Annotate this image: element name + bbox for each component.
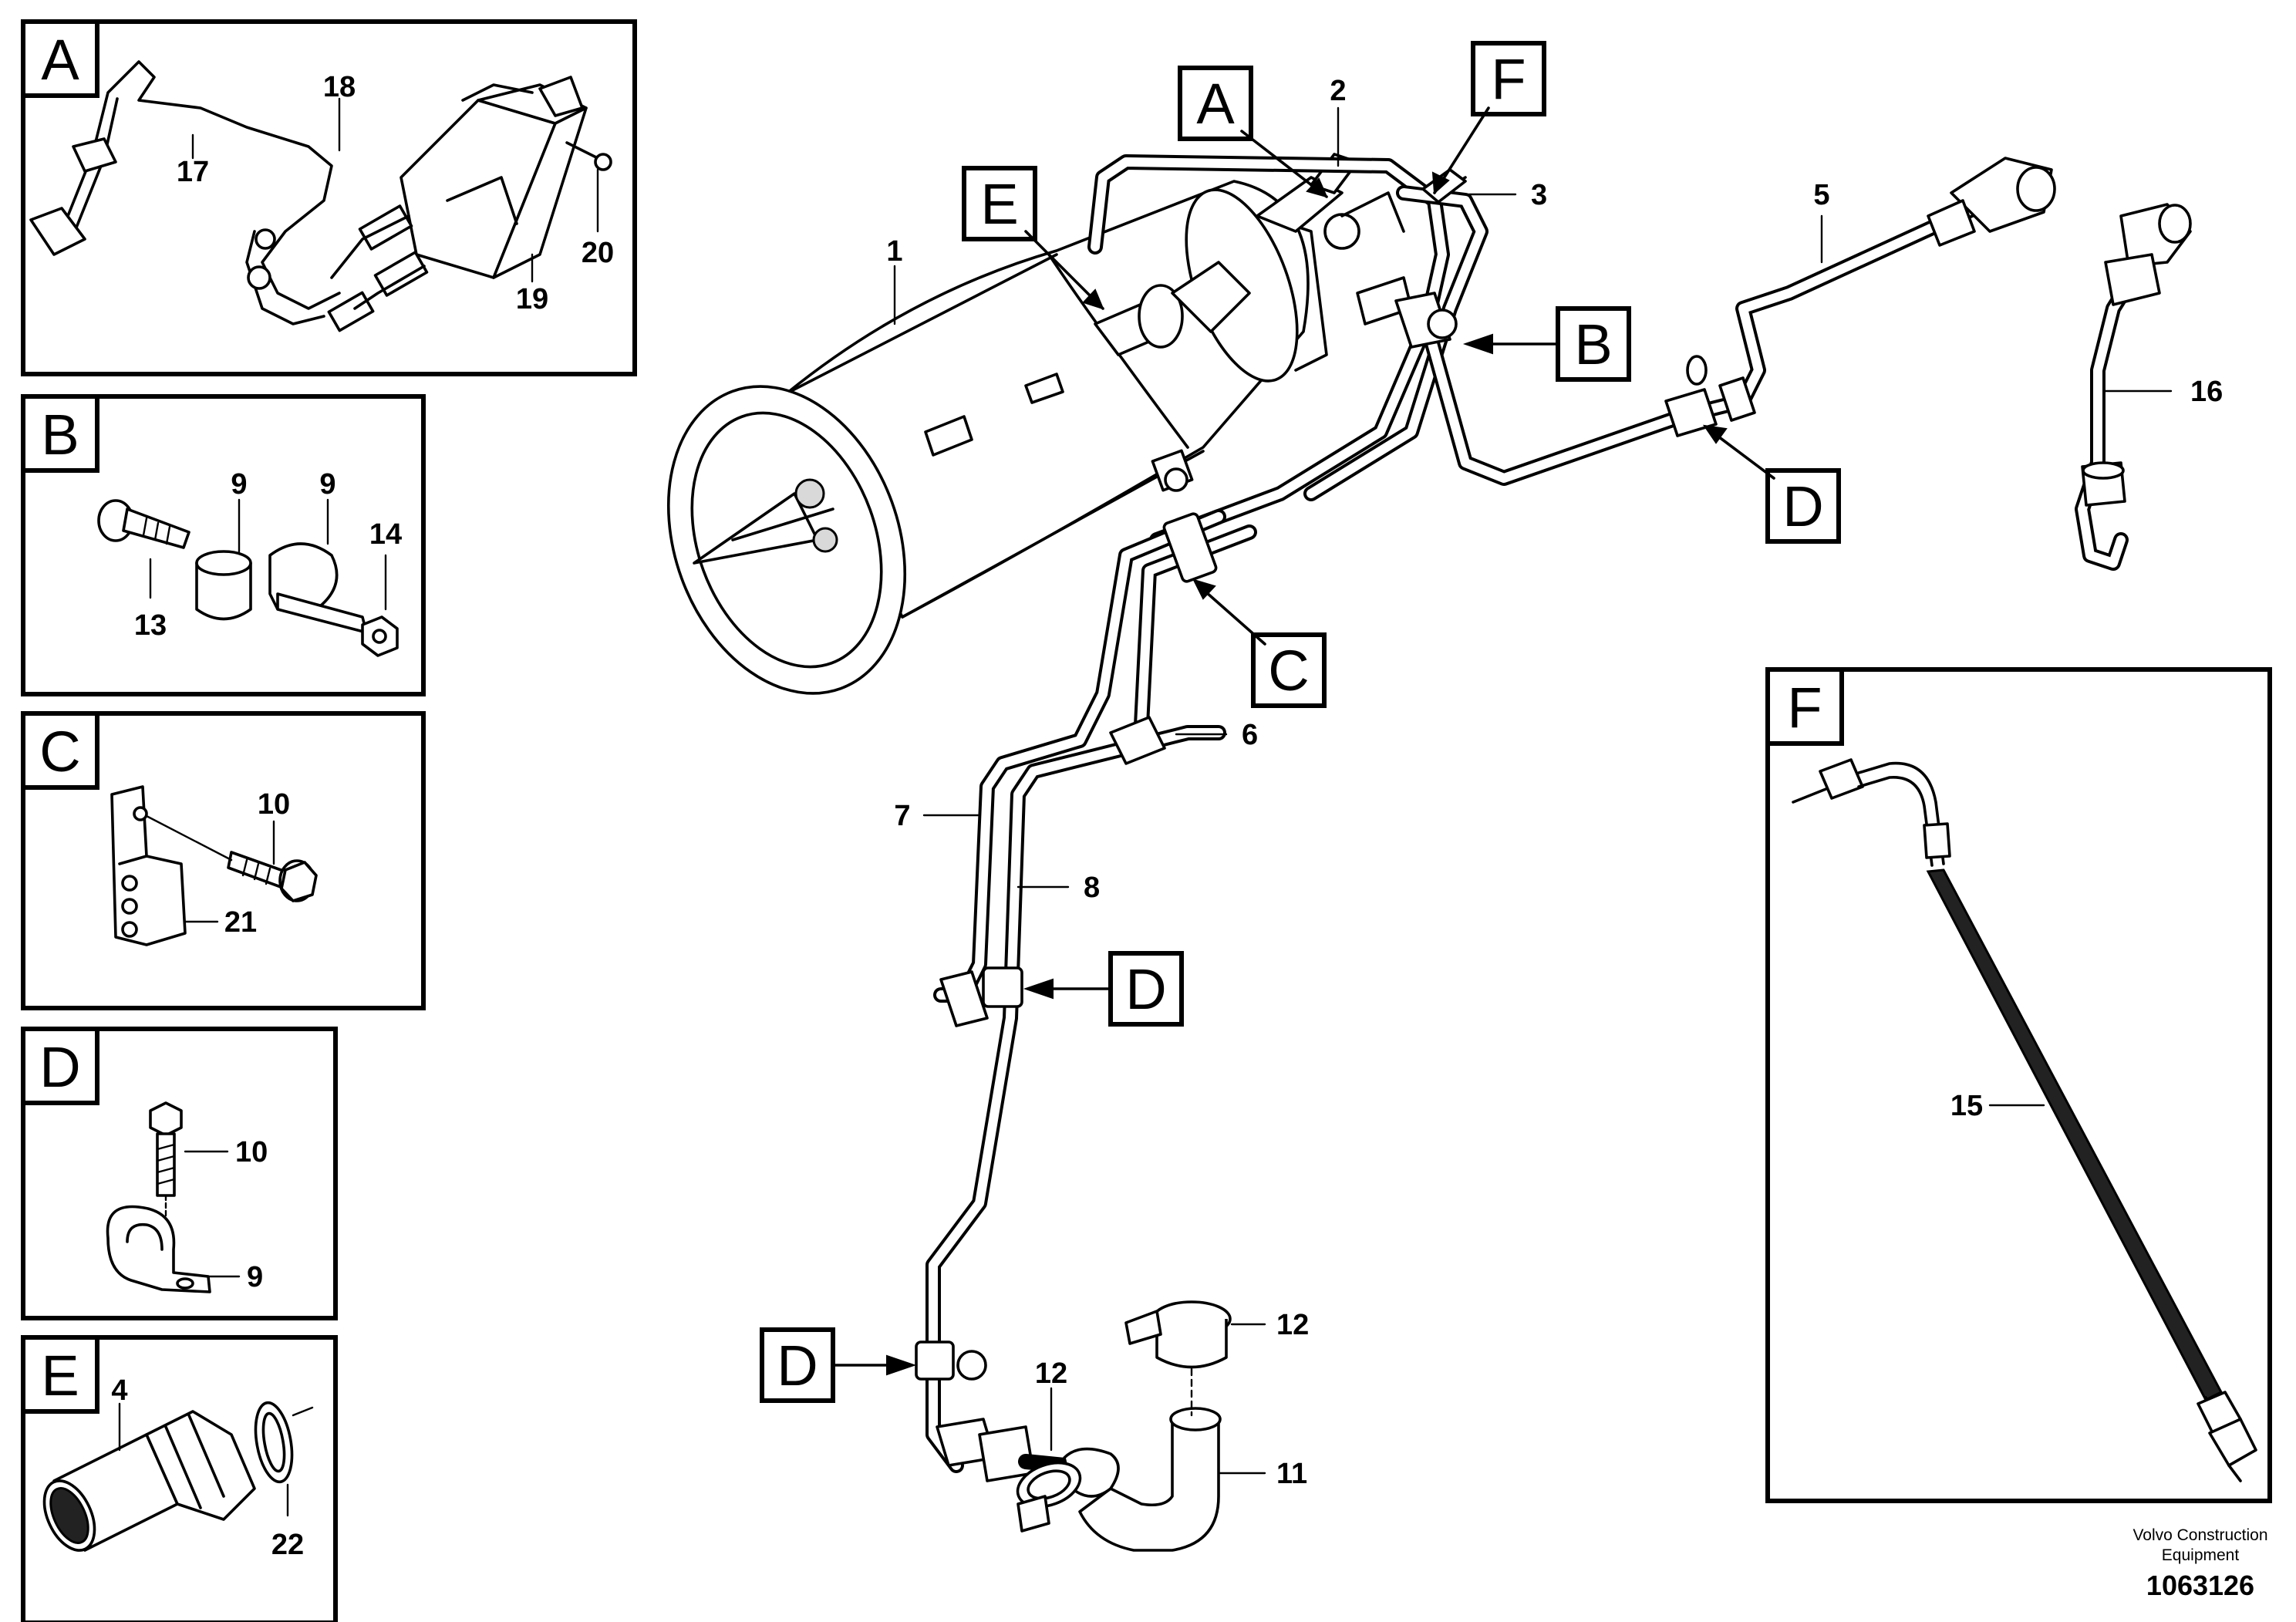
hose-11 bbox=[978, 1300, 1232, 1552]
callout-19: 19 bbox=[516, 283, 548, 315]
callout-13: 13 bbox=[134, 609, 167, 642]
inset-panel-d: D 10 9 bbox=[21, 1027, 338, 1320]
flag-b: B bbox=[1574, 312, 1612, 376]
callout-2: 2 bbox=[1330, 75, 1346, 107]
main-callouts: 1 2 3 5 6 7 8 11 12 12 16 bbox=[886, 75, 2223, 1490]
callout-3: 3 bbox=[1531, 179, 1547, 211]
inset-letter-f: F bbox=[1787, 676, 1822, 740]
drawing-footer: Volvo Construction Equipment 1063126 bbox=[2132, 1526, 2267, 1601]
inset-panel-b: B 9 9 14 13 bbox=[21, 394, 426, 696]
callout-1: 1 bbox=[886, 235, 902, 268]
callout-18: 18 bbox=[323, 71, 356, 103]
flag-c: C bbox=[1268, 639, 1309, 703]
callout-10-d: 10 bbox=[235, 1136, 268, 1168]
drawing-number: 1063126 bbox=[2146, 1570, 2254, 1601]
callout-21: 21 bbox=[224, 906, 257, 939]
callout-12-upper: 12 bbox=[1276, 1309, 1309, 1341]
footer-company-line1: Volvo Construction bbox=[2132, 1526, 2267, 1544]
inset-panel-a: A 17 18 19 20 bbox=[21, 19, 637, 376]
callout-9-d: 9 bbox=[247, 1261, 263, 1293]
flag-d-right: D bbox=[1782, 474, 1823, 538]
flag-a: A bbox=[1196, 72, 1235, 136]
flag-e: E bbox=[980, 172, 1018, 236]
callout-20: 20 bbox=[582, 237, 614, 269]
inset-letter-c: C bbox=[39, 720, 80, 784]
callout-6: 6 bbox=[1242, 719, 1258, 751]
callout-9-b2: 9 bbox=[319, 468, 335, 501]
callout-4: 4 bbox=[111, 1374, 127, 1407]
callout-5: 5 bbox=[1813, 179, 1829, 211]
callout-11: 11 bbox=[1276, 1458, 1307, 1490]
pipe-16 bbox=[2075, 203, 2192, 571]
callout-7: 7 bbox=[894, 800, 910, 832]
callout-9-b1: 9 bbox=[231, 468, 247, 501]
flag-f: F bbox=[1491, 47, 1526, 111]
callout-16: 16 bbox=[2190, 376, 2223, 408]
callout-10-c: 10 bbox=[258, 788, 290, 821]
inset-letter-a: A bbox=[41, 28, 79, 92]
inset-letter-d: D bbox=[39, 1035, 80, 1099]
footer-company-line2: Equipment bbox=[2162, 1546, 2240, 1564]
callout-17: 17 bbox=[177, 156, 209, 188]
inset-panel-e: E 4 22 bbox=[21, 1335, 338, 1622]
inset-panel-f: F 15 bbox=[1765, 667, 2272, 1503]
flag-d-bottom: D bbox=[777, 1334, 818, 1398]
callout-15: 15 bbox=[1950, 1090, 1983, 1122]
inset-letter-b: B bbox=[41, 403, 79, 467]
callout-22: 22 bbox=[271, 1529, 304, 1561]
inset-letter-e: E bbox=[41, 1344, 79, 1408]
pipe-fittings bbox=[915, 157, 2056, 1467]
inset-panel-c: C 10 21 bbox=[21, 711, 426, 1010]
flag-d-middle: D bbox=[1125, 957, 1166, 1021]
callout-14: 14 bbox=[369, 518, 402, 551]
heater-assembly bbox=[666, 153, 1413, 695]
callout-8: 8 bbox=[1084, 872, 1100, 904]
detail-flags: A F E B D C D D bbox=[760, 41, 1841, 1403]
callout-12-lower: 12 bbox=[1035, 1357, 1067, 1390]
